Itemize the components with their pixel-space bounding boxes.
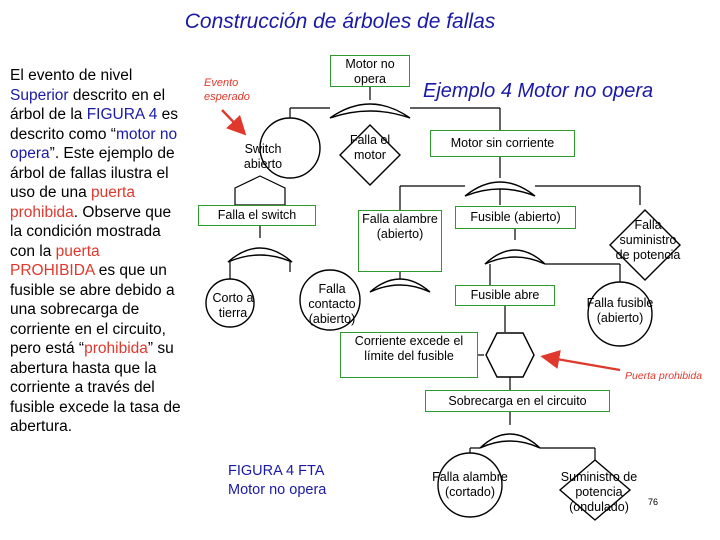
or-gates <box>227 103 546 449</box>
or-gate <box>369 278 431 293</box>
label-falla-alambre-cortado: Falla alambre (cortado) <box>432 470 508 499</box>
node-falla-alambre-abierto: Falla alambre (abierto) <box>358 210 442 272</box>
label-corto-tierra: Corto a tierra <box>212 291 254 320</box>
node-fusible-abierto: Fusible (abierto) <box>455 206 576 229</box>
figure-caption-line: Motor no opera <box>228 482 327 498</box>
text-run: es que un fusible se abre debido a una s… <box>10 262 175 357</box>
label-falla-contacto: Falla contacto (abierto) <box>308 282 356 326</box>
figure-caption-line: FIGURA 4 FTA <box>228 463 325 479</box>
undeveloped-event-diamond <box>339 124 401 186</box>
basic-event-circle <box>299 269 361 331</box>
puerta-prohibida-label: Puerta prohibida <box>625 370 703 382</box>
text-run: es descrito como “ <box>10 106 179 143</box>
basic-event-circle <box>587 281 653 347</box>
node-sobrecarga: Sobrecarga en el circuito <box>425 390 610 412</box>
basic-event-circle <box>205 278 255 328</box>
text-run-highlight: puerta PROHIBIDA <box>10 242 100 280</box>
page-title: Construcción de árboles de fallas <box>184 10 496 33</box>
text-run: . Observe que la condición mostrada con … <box>10 203 172 260</box>
basic-event-circle <box>437 452 503 518</box>
undeveloped-event-diamonds <box>339 124 681 521</box>
text-run: descrito en el árbol de la <box>10 86 166 124</box>
basic-event-circles <box>205 117 653 518</box>
node-motor-sin-corriente: Motor sin corriente <box>430 130 575 157</box>
text-run-highlight: Superior <box>10 86 69 104</box>
node-fusible-abre: Fusible abre <box>455 285 555 306</box>
node-motor-no-opera: Motor no opera <box>330 55 410 87</box>
text-run-highlight: motor no opera <box>10 125 178 163</box>
text-run-highlight: prohibida <box>84 340 148 357</box>
or-gate <box>227 247 293 263</box>
or-gate <box>329 103 411 119</box>
or-gate <box>479 433 541 449</box>
connector-lines <box>229 87 641 460</box>
or-gate <box>484 249 546 265</box>
text-run: El evento de nivel <box>10 67 133 84</box>
prohibida-arrow <box>540 350 621 372</box>
label-suministro-ondulado: Suministro de potencia (ondulado) <box>560 470 638 514</box>
example-title: Ejemplo 4 Motor no opera <box>423 80 654 102</box>
text-run-highlight: FIGURA 4 <box>86 106 158 123</box>
house-event-symbol <box>234 175 286 206</box>
label-falla-suministro: Falla suministro de potencia <box>615 218 681 262</box>
label-switch-abierto: Switch abierto <box>243 142 283 171</box>
inhibit-gate-hexagon <box>485 332 535 378</box>
evento-arrow <box>221 109 247 136</box>
node-corriente-excede: Corriente excede el límite del fusible <box>340 332 478 378</box>
text-run: ”. Este ejemplo de árbol de fallas ilust… <box>10 145 175 201</box>
label-falla-fusible: Falla fusible (abierto) <box>586 296 654 325</box>
evento-esperado-label: Evento esperado <box>204 77 250 103</box>
figure-caption: FIGURA 4 FTA Motor no opera <box>228 462 326 500</box>
text-run-highlight: puerta prohibida <box>10 184 135 221</box>
or-gate <box>464 181 536 197</box>
node-falla-switch: Falla el switch <box>198 205 316 226</box>
page-number: 76 <box>648 497 659 507</box>
description-paragraph: El evento de nivel Superior descrito en … <box>10 66 182 437</box>
basic-event-circle <box>259 117 321 179</box>
undeveloped-event-diamond <box>558 459 632 521</box>
undeveloped-event-diamond <box>609 209 681 281</box>
text-run: ” su abertura hasta que la corriente a t… <box>10 340 181 435</box>
label-falla-motor: Falla el motor <box>349 133 391 162</box>
